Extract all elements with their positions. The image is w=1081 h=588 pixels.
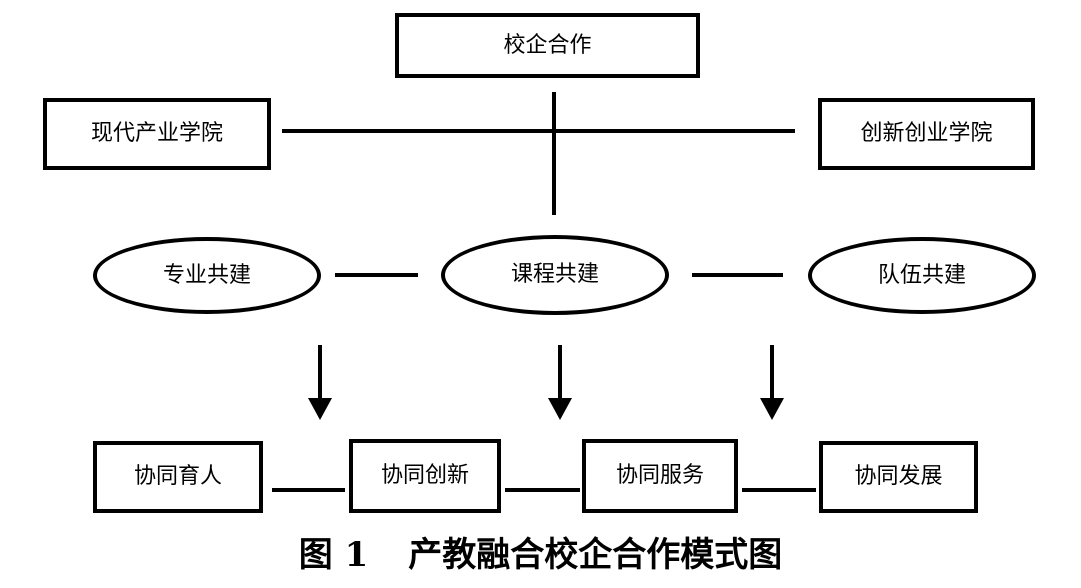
figure-title: 产教融合校企合作模式图 [408,535,783,575]
collaborative-education-label: 协同育人 [133,464,222,489]
arrow-down-3 [760,345,784,420]
figure-caption: 图 1 产教融合校企合作模式图 [0,532,1081,578]
team-coconstruction-ellipse: 队伍共建 [808,237,1036,314]
collaborative-development-label: 协同发展 [854,464,943,489]
collaborative-innovation-label: 协同创新 [380,463,469,488]
modern-industry-college-label: 现代产业学院 [90,121,223,146]
course-coconstruction-ellipse: 课程共建 [441,235,669,315]
school-enterprise-cooperation-box: 校企合作 [395,13,700,78]
arrow-down-2 [548,345,572,420]
collaborative-innovation-box: 协同创新 [349,439,501,513]
collaborative-education-box: 协同育人 [93,441,263,513]
figure-number: 图 1 [298,535,369,575]
collaborative-service-box: 协同服务 [582,439,738,513]
school-enterprise-cooperation-label: 校企合作 [503,32,592,58]
modern-industry-college-box: 现代产业学院 [43,98,271,170]
course-coconstruction-label: 课程共建 [510,262,599,287]
collaborative-development-box: 协同发展 [819,441,978,513]
innovation-entrepreneurship-college-box: 创新创业学院 [818,98,1035,170]
innovation-entrepreneurship-college-label: 创新创业学院 [860,121,993,146]
team-coconstruction-label: 队伍共建 [877,262,966,288]
major-coconstruction-ellipse: 专业共建 [93,237,321,314]
arrow-down-1 [308,345,332,420]
major-coconstruction-label: 专业共建 [162,262,251,288]
collaborative-service-label: 协同服务 [615,463,704,488]
